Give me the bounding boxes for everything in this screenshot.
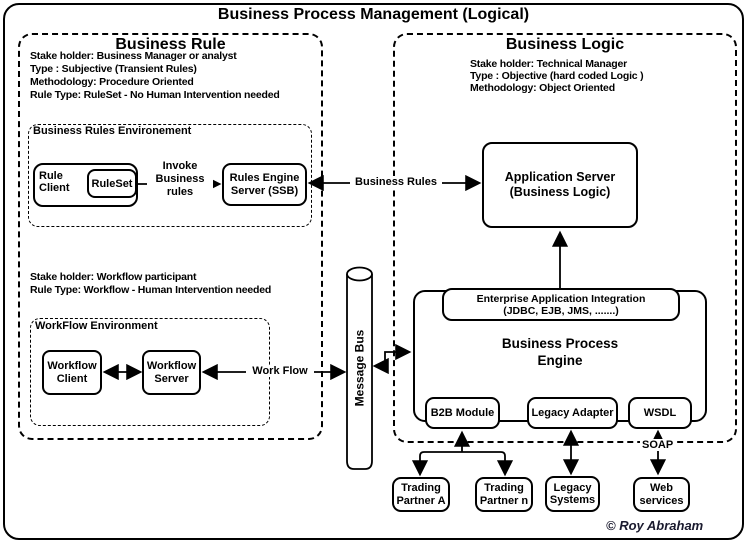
- trading-partner-n-node: Trading Partner n: [475, 477, 533, 512]
- workflow-client-node: Workflow Client: [42, 350, 102, 395]
- br-stat-type: Type : Subjective (Transient Rules): [30, 63, 197, 75]
- invoke-business-rules-label: Invoke Business rules: [147, 160, 213, 199]
- bl-stat-stakeholder: Stake holder: Technical Manager: [470, 58, 627, 70]
- soap-label: SOAP: [640, 439, 676, 451]
- application-server-node: Application Server (Business Logic): [482, 142, 638, 228]
- b2b-module-node: B2B Module: [425, 397, 500, 429]
- business-rule-title: Business Rule: [115, 36, 226, 53]
- copyright-text: © Roy Abraham: [606, 518, 704, 533]
- business-logic-title: Business Logic: [505, 36, 625, 53]
- wf-stat-stakeholder: Stake holder: Workflow participant: [30, 271, 197, 283]
- ruleset-node: RuleSet: [87, 169, 137, 198]
- rules-engine-server-node: Rules Engine Server (SSB): [222, 163, 307, 206]
- workflow-environment-label: WorkFlow Environment: [35, 320, 158, 332]
- web-services-node: Web services: [633, 477, 690, 512]
- wsdl-node: WSDL: [628, 397, 692, 429]
- workflow-server-node: Workflow Server: [142, 350, 201, 395]
- br-stat-ruletype: Rule Type: RuleSet - No Human Interventi…: [30, 89, 280, 101]
- business-process-engine-label: Business Process Engine: [501, 336, 619, 368]
- br-stat-stakeholder: Stake holder: Business Manager or analys…: [30, 50, 237, 62]
- business-rules-environment-label: Business Rules Environement: [33, 125, 192, 137]
- page-title: Business Process Management (Logical): [217, 6, 530, 23]
- bl-stat-type: Type : Objective (hard coded Logic ): [470, 70, 644, 82]
- legacy-adapter-node: Legacy Adapter: [527, 397, 618, 429]
- bl-stat-methodology: Methodology: Object Oriented: [470, 82, 615, 94]
- diagram-border: [3, 3, 744, 540]
- eai-node: Enterprise Application Integration (JDBC…: [442, 288, 680, 321]
- business-rule-region: [18, 33, 323, 440]
- business-rules-arrow-label: Business Rules: [350, 176, 442, 188]
- wf-stat-ruletype: Rule Type: Workflow - Human Intervention…: [30, 284, 272, 296]
- legacy-systems-node: Legacy Systems: [545, 476, 600, 512]
- trading-partner-a-node: Trading Partner A: [392, 477, 450, 512]
- rule-client-label: Rule Client: [39, 170, 70, 194]
- br-stat-methodology: Methodology: Procedure Oriented: [30, 76, 194, 88]
- work-flow-label: Work Flow: [246, 365, 314, 377]
